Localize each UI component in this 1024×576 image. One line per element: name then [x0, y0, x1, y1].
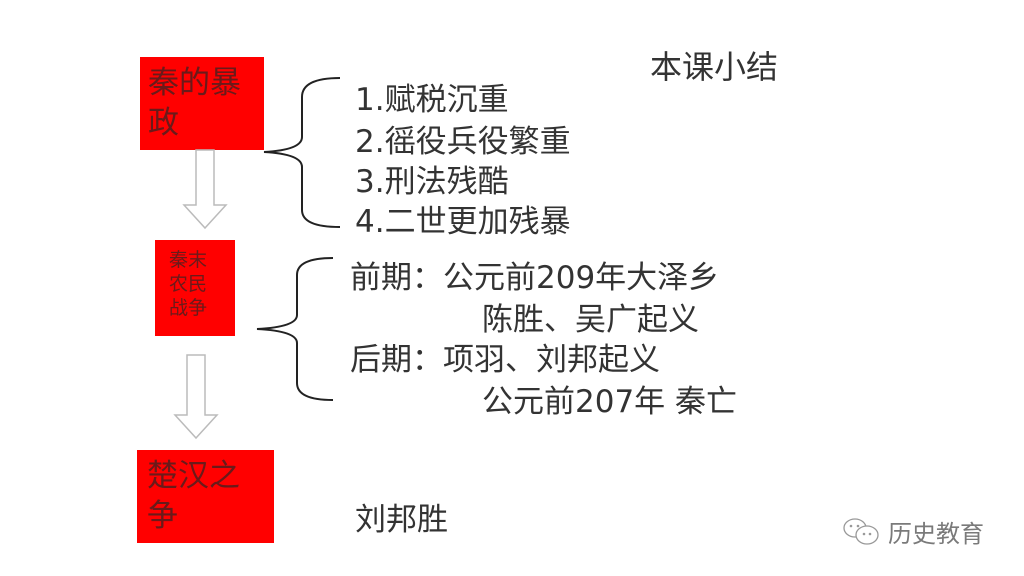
- brace-icon: [256, 257, 334, 401]
- list-item: 1.赋税沉重: [355, 82, 509, 118]
- down-arrow-icon: [173, 354, 219, 440]
- late-stage-detail: 公元前207年 秦亡: [482, 384, 738, 420]
- page-title: 本课小结: [650, 48, 779, 86]
- late-stage-line: 后期：项羽、刘邦起义: [350, 342, 660, 378]
- wechat-icon: [843, 517, 879, 545]
- outcome-text: 刘邦胜: [355, 502, 448, 538]
- box-late-qin-peasant-war: 秦末农民战争: [155, 240, 235, 336]
- box-label: 秦末农民战争: [169, 249, 208, 319]
- box-label: 楚汉之争: [147, 458, 240, 534]
- list-item: 2.徭役兵役繁重: [355, 124, 571, 160]
- watermark: 历史教育: [842, 514, 984, 549]
- box-label: 秦的暴政: [148, 65, 241, 141]
- early-stage-detail: 陈胜、吴广起义: [482, 302, 699, 338]
- down-arrow-icon: [182, 149, 228, 230]
- box-chu-han-contention: 楚汉之争: [137, 450, 274, 543]
- list-item: 4.二世更加残暴: [355, 204, 571, 240]
- brace-icon: [263, 77, 341, 228]
- watermark-text: 历史教育: [888, 520, 984, 548]
- early-stage-line: 前期：公元前209年大泽乡: [350, 260, 720, 296]
- box-qin-tyranny: 秦的暴政: [140, 57, 264, 150]
- list-item: 3.刑法残酷: [355, 164, 509, 200]
